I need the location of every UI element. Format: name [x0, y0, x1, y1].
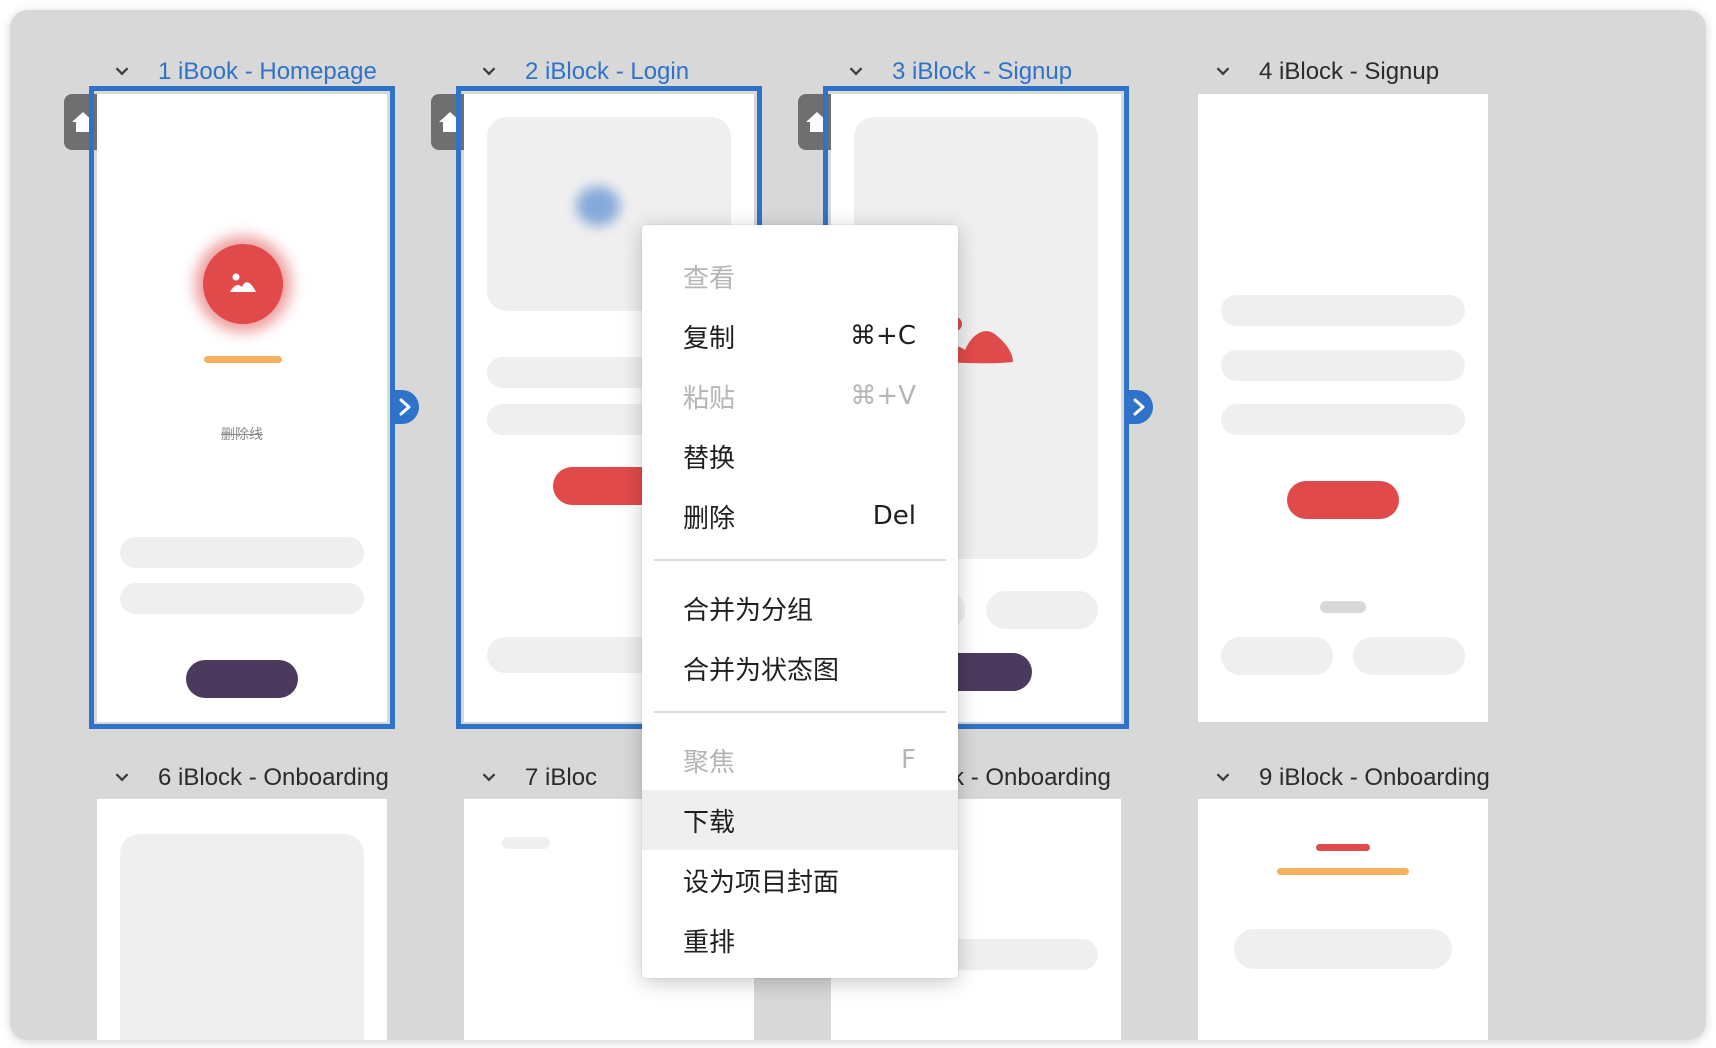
menu-item-label: 合并为状态图 — [683, 655, 840, 686]
frame-title-label: 6 iBlock - Onboarding — [158, 764, 389, 791]
menu-item-label: 删除 — [683, 503, 736, 534]
option-pill — [986, 591, 1098, 629]
menu-item-focus[interactable]: 聚焦 F — [642, 730, 958, 790]
frame-title-label: 2 iBlock - Login — [525, 58, 690, 85]
menu-item-merge-state[interactable]: 合并为状态图 — [642, 638, 958, 698]
chevron-right-icon — [1133, 398, 1145, 416]
frame-screen-1[interactable]: 删除线 — [97, 94, 387, 722]
blurred-logo — [576, 186, 620, 226]
menu-item-label: 聚焦 — [683, 747, 736, 778]
home-icon — [439, 112, 461, 132]
menu-item-label: 复制 — [683, 323, 736, 354]
chevron-down-icon[interactable] — [115, 62, 129, 76]
frame-title-6[interactable]: 6 iBlock - Onboarding — [115, 760, 389, 796]
frame-screen-4[interactable] — [1198, 94, 1488, 722]
frame-title-label: 3 iBlock - Signup — [892, 58, 1073, 85]
menu-item-label: 重排 — [683, 927, 736, 958]
menu-item-set-cover[interactable]: 设为项目封面 — [642, 850, 958, 910]
frame-screen-9[interactable] — [1198, 799, 1488, 1040]
chevron-down-icon[interactable] — [849, 62, 863, 76]
menu-item-shortcut: F — [901, 745, 916, 775]
primary-button — [186, 660, 298, 698]
small-link — [1320, 601, 1366, 613]
menu-item-download[interactable]: 下载 — [642, 790, 958, 850]
frame-title-4[interactable]: 4 iBlock - Signup — [1216, 54, 1440, 90]
social-button — [1221, 637, 1333, 675]
red-divider — [1316, 844, 1370, 851]
orange-divider — [204, 356, 282, 363]
frame-title-label: 1 iBook - Homepage — [158, 58, 377, 85]
home-tab[interactable] — [798, 94, 836, 150]
home-icon — [72, 112, 94, 132]
orange-divider — [1277, 868, 1409, 875]
chevron-down-icon[interactable] — [482, 62, 496, 76]
menu-item-label: 下载 — [683, 807, 736, 838]
chevron-down-icon[interactable] — [1216, 768, 1230, 782]
home-tab[interactable] — [64, 94, 102, 150]
menu-item-view[interactable]: 查看 — [642, 246, 958, 306]
chevron-right-icon — [399, 398, 411, 416]
menu-item-rearrange[interactable]: 重排 — [642, 910, 958, 970]
avatar-glow — [203, 244, 283, 324]
menu-item-shortcut: ⌘+C — [850, 321, 916, 351]
next-frame-button[interactable] — [1127, 390, 1153, 424]
menu-item-merge-group[interactable]: 合并为分组 — [642, 578, 958, 638]
menu-item-delete[interactable]: 删除 Del — [642, 486, 958, 546]
menu-item-label: 粘贴 — [683, 383, 736, 414]
frame-title-7[interactable]: 7 iBloc — [482, 760, 598, 796]
card-placeholder — [1234, 929, 1452, 969]
input-field — [1221, 350, 1465, 381]
input-field — [1221, 295, 1465, 326]
small-bar — [502, 837, 550, 849]
home-tab[interactable] — [431, 94, 469, 150]
social-button — [1353, 637, 1465, 675]
chevron-down-icon[interactable] — [115, 768, 129, 782]
frame-title-label: 7 iBloc — [525, 764, 598, 791]
context-menu: 查看 复制 ⌘+C 粘贴 ⌘+V 替换 删除 Del 合并为分组 合并为状态图 … — [642, 225, 958, 978]
frame-title-label: 9 iBlock - Onboarding — [1259, 764, 1490, 791]
next-frame-button[interactable] — [393, 390, 419, 424]
primary-button — [1287, 481, 1399, 519]
strikethrough-text: 删除线 — [221, 427, 263, 443]
home-icon — [806, 112, 828, 132]
menu-item-replace[interactable]: 替换 — [642, 426, 958, 486]
menu-item-label: 合并为分组 — [683, 595, 814, 626]
menu-item-label: 替换 — [683, 443, 736, 474]
menu-separator — [654, 559, 946, 561]
frame-title-label: 4 iBlock - Signup — [1259, 58, 1440, 85]
menu-item-paste[interactable]: 粘贴 ⌘+V — [642, 366, 958, 426]
menu-separator — [654, 711, 946, 713]
menu-item-label: 查看 — [683, 263, 736, 294]
input-field — [120, 537, 364, 568]
canvas-window: 1 iBook - Homepage 2 iBlock - Login 3 iB… — [10, 10, 1706, 1040]
frame-title-9[interactable]: 9 iBlock - Onboarding — [1216, 760, 1490, 796]
frame-title-2[interactable]: 2 iBlock - Login — [482, 54, 690, 90]
frame-title-1[interactable]: 1 iBook - Homepage — [115, 54, 377, 90]
input-field — [120, 583, 364, 614]
card-placeholder — [120, 834, 364, 1040]
menu-item-shortcut: Del — [872, 501, 916, 531]
chevron-down-icon[interactable] — [1216, 62, 1230, 76]
menu-item-label: 设为项目封面 — [683, 867, 840, 898]
frame-title-3[interactable]: 3 iBlock - Signup — [849, 54, 1073, 90]
chevron-down-icon[interactable] — [482, 768, 496, 782]
menu-item-shortcut: ⌘+V — [850, 381, 916, 411]
image-placeholder-icon — [230, 273, 256, 292]
input-field — [1221, 404, 1465, 435]
frame-screen-6[interactable] — [97, 799, 387, 1040]
menu-item-copy[interactable]: 复制 ⌘+C — [642, 306, 958, 366]
